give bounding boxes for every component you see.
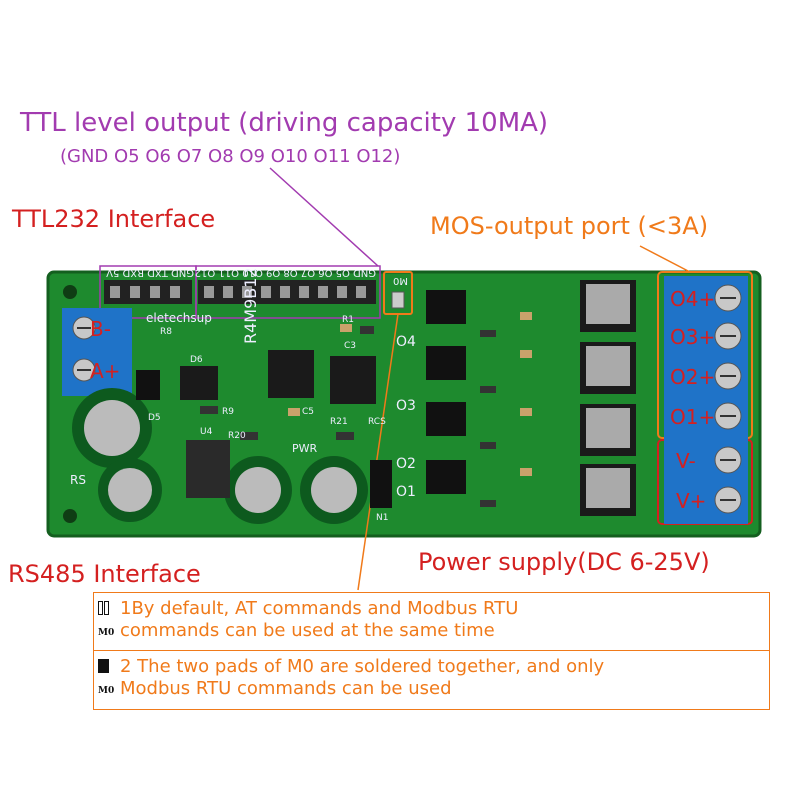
header-left-pins: GND TXD RXD 5V — [106, 267, 194, 278]
note-default-mode: M0 1By default, AT commands and Modbus R… — [94, 593, 769, 651]
m0-open-pads-icon: M0 — [98, 599, 116, 644]
silk-c3: C3 — [344, 341, 356, 351]
notes-box: M0 1By default, AT commands and Modbus R… — [93, 592, 770, 710]
silk-o4: O4 — [396, 334, 416, 350]
note-1-line-1: 1By default, AT commands and Modbus RTU — [120, 598, 519, 619]
silk-r9: R9 — [222, 407, 234, 417]
silk-o3: O3 — [396, 398, 416, 414]
m0-soldered-pads-icon: M0 — [98, 657, 116, 702]
note-2-line-2: Modbus RTU commands can be used — [120, 678, 452, 699]
silk-r20: R20 — [228, 431, 246, 441]
silk-r21: R21 — [330, 417, 348, 427]
brand-silk: eletechsup — [146, 311, 212, 325]
m0-pad-label: M0 — [98, 628, 115, 638]
note-2-line-1: 2 The two pads of M0 are soldered togeth… — [120, 656, 605, 677]
terminal-o2-plus: O2+ — [670, 365, 715, 389]
silk-n1: N1 — [376, 513, 388, 523]
silk-r8: R8 — [160, 327, 172, 337]
ttl-output-pins: (GND O5 O6 O7 O8 O9 O10 O11 O12) — [60, 146, 401, 167]
terminal-o4-plus: O4+ — [670, 287, 715, 311]
note-1-line-2: commands can be used at the same time — [120, 620, 495, 641]
mos-output-label: MOS-output port (<3A) — [430, 212, 709, 240]
terminal-v-plus: V+ — [676, 489, 706, 513]
silk-d6: D6 — [190, 355, 203, 365]
terminal-a-plus: A+ — [90, 359, 120, 383]
terminal-b-minus: B- — [90, 317, 111, 341]
rs485-label: RS485 Interface — [8, 560, 201, 588]
silk-o1: O1 — [396, 484, 416, 500]
m0-pad-label: M0 — [98, 686, 115, 696]
silk-d5: D5 — [148, 413, 161, 423]
rs-silk: RS — [70, 473, 86, 487]
silk-o2: O2 — [396, 456, 416, 472]
header-right-pins: GND O5 O6 O7 O8 O9 O10 O11 O12 — [195, 267, 376, 278]
ttl-output-title: TTL level output (driving capacity 10MA) — [20, 108, 549, 138]
m0-silk: M0 — [393, 275, 408, 286]
terminal-o1-plus: O1+ — [670, 405, 715, 429]
power-supply-label: Power supply(DC 6-25V) — [418, 548, 710, 576]
note-modbus-only: M0 2 The two pads of M0 are soldered tog… — [94, 651, 769, 709]
rs485-terminal — [62, 308, 132, 396]
silk-r1: R1 — [342, 315, 354, 325]
model-silk: R4M9B12 — [241, 267, 260, 344]
silk-c5: C5 — [302, 407, 314, 417]
terminal-v-minus: V- — [676, 449, 696, 473]
silk-rcs: RCS — [368, 417, 386, 427]
silk-u4: U4 — [200, 427, 213, 437]
silk-pwr: PWR — [292, 442, 318, 455]
ttl232-label: TTL232 Interface — [12, 205, 216, 233]
output-terminal — [664, 276, 748, 524]
terminal-o3-plus: O3+ — [670, 325, 715, 349]
